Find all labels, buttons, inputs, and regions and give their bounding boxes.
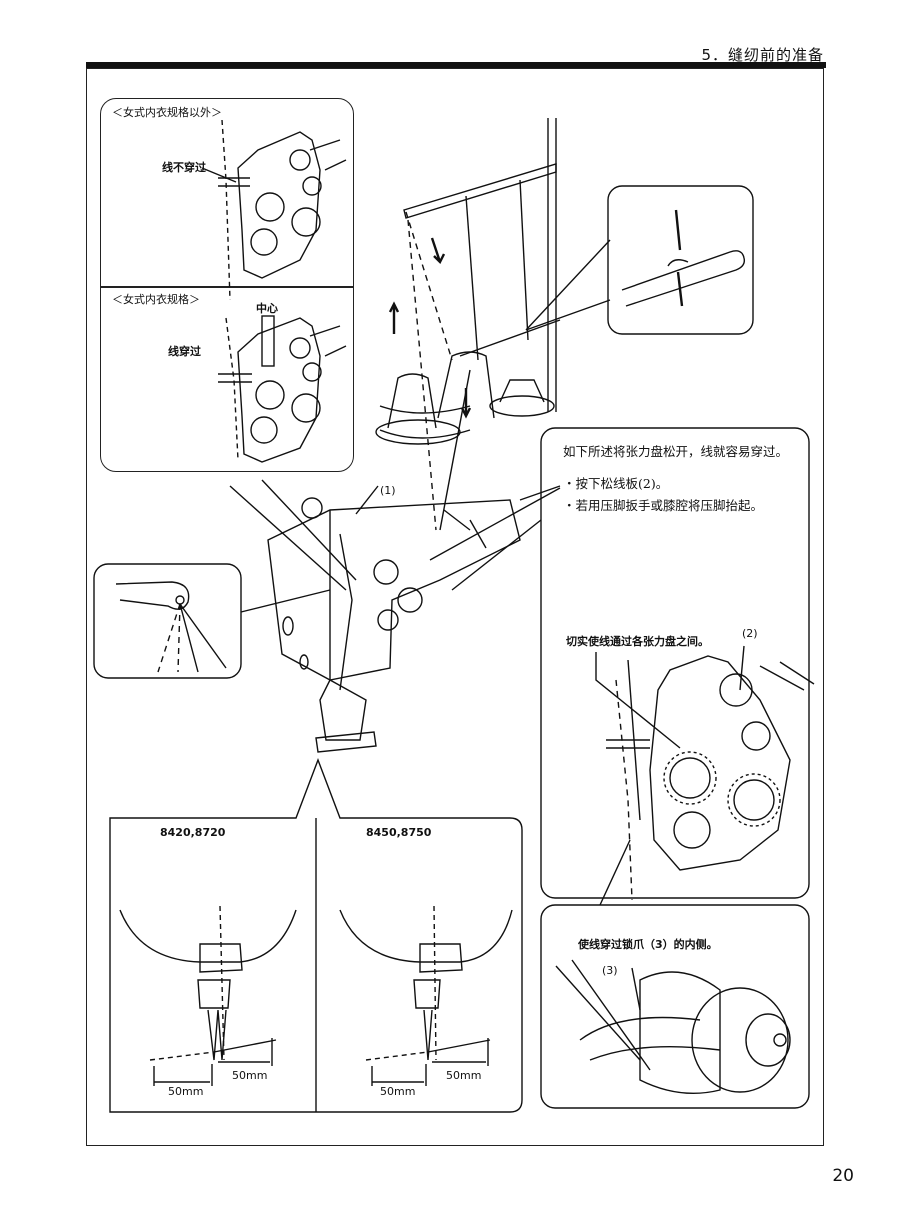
up-arrow <box>388 301 400 334</box>
thread-stand-diagram <box>375 118 561 531</box>
sewing-machine-head <box>229 479 561 753</box>
thread-guide-zoom <box>525 185 754 335</box>
take-up-lever-zoom <box>93 563 331 679</box>
thread-not-through-label: 线不穿过 <box>162 161 206 174</box>
instruction-bullet-2: ・若用压脚扳手或膝腔将压脚抬起。 <box>563 498 764 513</box>
down-arrow-2 <box>460 388 472 419</box>
callout-divider <box>100 286 354 288</box>
tension-assembly-diagram-bottom <box>218 315 347 463</box>
header-rule <box>86 62 826 68</box>
tension-assembly-diagram-top <box>201 119 347 301</box>
tension-note: 切实使线通过各张力盘之间。 <box>566 635 709 648</box>
hook-note: 使线穿过锁爪（3）的内侧。 <box>578 938 718 951</box>
panel-2-model: 8450,8750 <box>366 826 432 839</box>
label-3: (3) <box>602 964 618 977</box>
panel-1-dim-right: 50mm <box>232 1069 268 1082</box>
tension-disc-detail <box>451 427 815 901</box>
page-number: 20 <box>832 1166 854 1186</box>
instructions: 如下所述将张力盘松开，线就容易穿过。 ・按下松线板(2)。 ・若用压脚扳手或膝腔… <box>563 441 799 517</box>
instruction-bullet-1: ・按下松线板(2)。 <box>563 476 669 491</box>
panel-1-dim-left: 50mm <box>168 1085 204 1098</box>
panel-2-dim-left: 50mm <box>380 1085 416 1098</box>
section-title: 5．缝纫前的准备 <box>701 46 824 64</box>
hook-detail <box>540 839 810 1109</box>
non-lingerie-title: ＜女式内衣规格以外＞ <box>112 106 222 119</box>
label-2: (2) <box>742 627 758 640</box>
content-frame <box>86 68 824 1146</box>
down-arrow-1 <box>430 237 446 265</box>
thread-guide-callout <box>100 98 354 472</box>
instruction-intro: 如下所述将张力盘松开，线就容易穿过。 <box>563 444 789 459</box>
needle-panels <box>109 758 523 1113</box>
thread-through-label: 线穿过 <box>168 345 201 358</box>
panel-1-model: 8420,8720 <box>160 826 226 839</box>
lingerie-title: ＜女式内衣规格＞ <box>112 293 200 306</box>
center-label: 中心 <box>256 302 278 315</box>
panel-2-dim-right: 50mm <box>446 1069 482 1082</box>
label-1: (1) <box>380 484 396 497</box>
